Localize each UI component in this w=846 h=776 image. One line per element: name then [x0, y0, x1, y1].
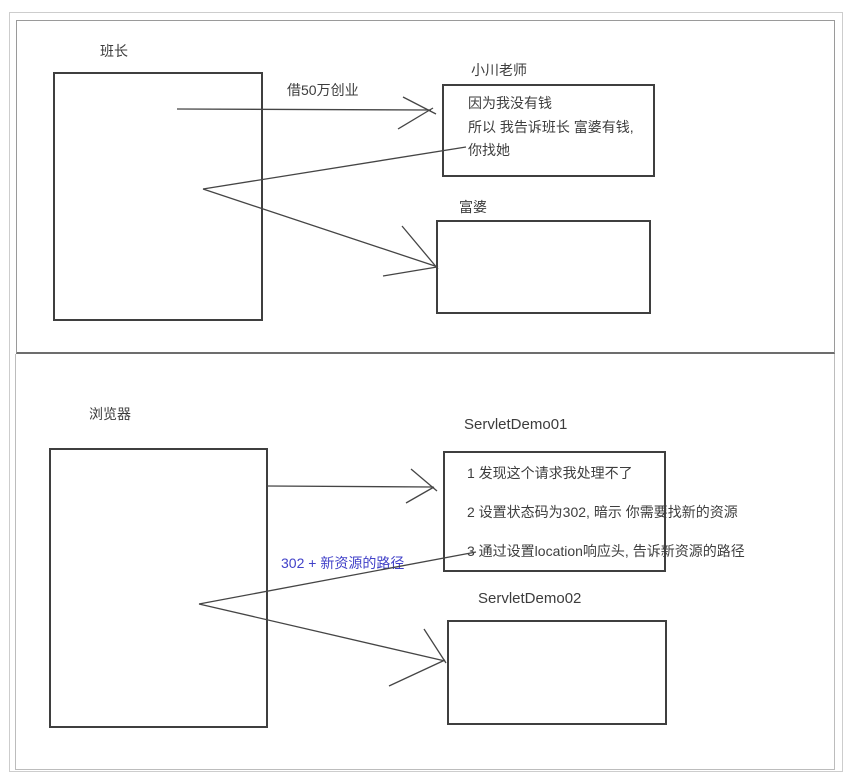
servlet01-box-label: ServletDemo01: [464, 416, 568, 433]
panel-analogy: [16, 20, 835, 354]
monitor-box: [53, 72, 263, 321]
servlet01-box-text: 1 发现这个请求我处理不了 2 设置状态码为302, 暗示 你需要找新的资源 3…: [467, 454, 745, 571]
servlet01-text-line-1: 1 发现这个请求我处理不了: [467, 465, 633, 481]
teacher-text-line-2: 所以 我告诉班长 富婆有钱,: [468, 118, 634, 135]
teacher-text-line-1: 因为我没有钱: [468, 95, 552, 111]
outer-frame: [9, 12, 843, 772]
teacher-box-label: 小川老师: [471, 62, 527, 78]
browser-box-label: 浏览器: [89, 406, 131, 422]
servlet02-box: [447, 620, 667, 725]
servlet01-text-line-3: 3 通过设置location响应头, 告诉新资源的路径: [467, 543, 745, 559]
richwoman-box-label: 富婆: [459, 199, 487, 215]
servlet02-box-label: ServletDemo02: [478, 590, 582, 607]
redirect-response-label: 302 + 新资源的路径: [281, 555, 405, 571]
servlet01-text-line-2: 2 设置状态码为302, 暗示 你需要找新的资源: [467, 504, 738, 520]
teacher-box: [442, 84, 655, 177]
teacher-box-text: 因为我没有钱 所以 我告诉班长 富婆有钱, 你找她: [468, 92, 634, 163]
teacher-text-line-3: 你找她: [468, 142, 510, 158]
richwoman-box: [436, 220, 651, 314]
servlet01-box: [443, 451, 666, 572]
monitor-box-label: 班长: [100, 43, 128, 59]
request-arrow-label: 借50万创业: [287, 82, 359, 98]
browser-box: [49, 448, 268, 728]
